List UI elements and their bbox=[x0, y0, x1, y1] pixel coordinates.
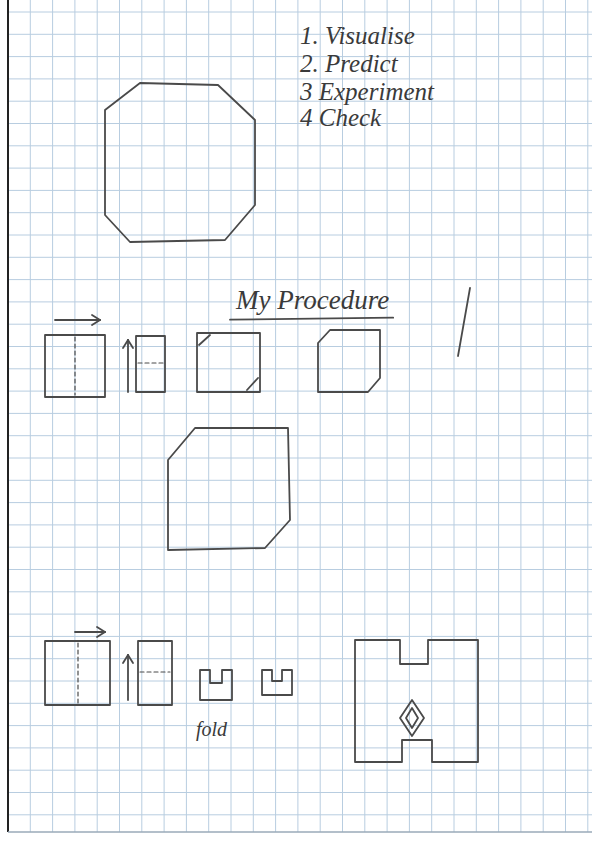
grid-line bbox=[231, 0, 232, 832]
grid-line bbox=[8, 190, 592, 191]
arrow bbox=[97, 627, 105, 632]
unfolded-shape bbox=[355, 640, 478, 762]
grid-line bbox=[8, 413, 592, 414]
fold-line bbox=[140, 671, 170, 672]
paper-square bbox=[45, 335, 105, 397]
grid-line bbox=[8, 212, 592, 213]
grid-line bbox=[297, 0, 298, 832]
grid-line bbox=[8, 502, 592, 503]
handwritten-note: 2. Predict bbox=[300, 50, 398, 78]
grid-line bbox=[8, 480, 592, 481]
grid-line bbox=[565, 0, 566, 832]
grid-line bbox=[8, 368, 592, 369]
grid-line bbox=[498, 0, 499, 832]
grid-line bbox=[520, 0, 521, 832]
grid-line bbox=[8, 257, 592, 258]
arrow bbox=[92, 320, 100, 325]
arrow bbox=[55, 319, 100, 321]
corner-cut bbox=[247, 378, 258, 390]
folded-paper bbox=[197, 333, 260, 392]
grid-line bbox=[8, 324, 592, 325]
grid-line bbox=[454, 0, 455, 832]
arrow bbox=[75, 631, 105, 633]
grid-line bbox=[8, 747, 592, 748]
handwritten-note: 3 Experiment bbox=[300, 78, 434, 106]
grid-line bbox=[8, 524, 592, 525]
cut-shape bbox=[318, 330, 380, 392]
grid-line bbox=[208, 0, 209, 832]
grid-line bbox=[8, 569, 592, 570]
notched-paper bbox=[262, 670, 292, 695]
grid-line bbox=[97, 0, 98, 832]
arrow bbox=[123, 340, 128, 348]
grid-line bbox=[8, 681, 592, 682]
result-shape bbox=[168, 428, 290, 550]
grid-line bbox=[8, 636, 592, 637]
grid-line bbox=[119, 0, 120, 832]
arrow bbox=[127, 340, 129, 392]
notched-paper bbox=[200, 670, 232, 700]
grid-line bbox=[30, 0, 31, 832]
grid-line bbox=[186, 0, 187, 832]
octagon-shape bbox=[105, 83, 255, 242]
grid-line bbox=[8, 614, 592, 615]
folded-paper bbox=[138, 641, 172, 705]
corner-cut bbox=[199, 335, 210, 345]
handwritten-note: 1. Visualise bbox=[300, 22, 415, 50]
fold-line bbox=[77, 643, 78, 703]
grid-line bbox=[52, 0, 53, 832]
grid-line bbox=[8, 770, 592, 771]
heading: My Procedure bbox=[236, 286, 389, 316]
grid-line bbox=[8, 145, 592, 146]
grid-line bbox=[8, 12, 592, 13]
grid-line bbox=[409, 0, 410, 832]
arrow bbox=[128, 340, 133, 348]
grid-line bbox=[8, 458, 592, 459]
folded-paper bbox=[136, 336, 165, 392]
grid-line bbox=[141, 0, 142, 832]
grid-line bbox=[8, 235, 592, 236]
grid-line bbox=[543, 0, 544, 832]
grid-line bbox=[476, 0, 477, 832]
arrow bbox=[127, 655, 129, 700]
grid-line bbox=[164, 0, 165, 832]
grid-line bbox=[8, 725, 592, 726]
grid-line bbox=[253, 0, 254, 832]
grid-line bbox=[8, 168, 592, 169]
grid-line bbox=[8, 814, 592, 815]
arrow bbox=[97, 632, 105, 637]
grid-line bbox=[8, 658, 592, 659]
grid-line bbox=[8, 435, 592, 436]
diamond-hole bbox=[406, 708, 418, 728]
grid-line bbox=[8, 279, 592, 280]
arrow bbox=[123, 655, 128, 663]
arrow bbox=[92, 315, 100, 320]
grid-line bbox=[387, 0, 388, 832]
grid-line bbox=[8, 703, 592, 704]
arrow bbox=[128, 655, 133, 663]
page-edge bbox=[7, 0, 9, 832]
grid-line bbox=[587, 0, 588, 832]
pencil-stroke bbox=[458, 288, 470, 356]
grid-line bbox=[74, 0, 75, 832]
paper-square bbox=[45, 641, 110, 705]
grid-line bbox=[8, 547, 592, 548]
grid-line bbox=[431, 0, 432, 832]
handwritten-note: 4 Check bbox=[300, 104, 381, 132]
handwritten-note: fold bbox=[196, 718, 227, 740]
grid-line bbox=[8, 591, 592, 592]
fold-line bbox=[138, 362, 163, 363]
grid-line bbox=[8, 792, 592, 793]
grid-line bbox=[8, 346, 592, 347]
fold-line bbox=[74, 337, 75, 395]
grid bbox=[8, 0, 592, 832]
underline bbox=[230, 318, 393, 320]
diamond-hole bbox=[400, 700, 424, 736]
grid-line bbox=[8, 391, 592, 392]
page-edge bbox=[8, 831, 592, 833]
grid-line bbox=[275, 0, 276, 832]
